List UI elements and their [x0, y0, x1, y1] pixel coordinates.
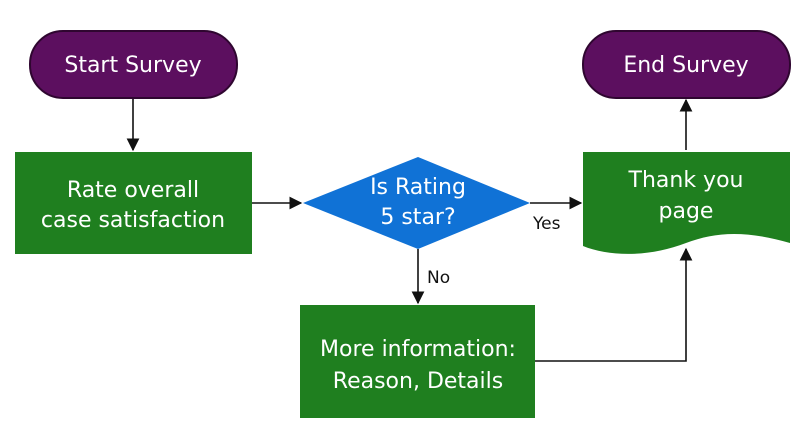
rate-satisfaction-line2: case satisfaction — [41, 208, 225, 233]
more-information-line2: Reason, Details — [333, 369, 503, 394]
end-survey-label: End Survey — [623, 53, 748, 78]
edge-more-info-to-thank-you — [535, 247, 693, 362]
thank-you-page-node: Thank you page — [583, 152, 790, 254]
rating-decision-line1: Is Rating — [370, 175, 466, 200]
rating-decision-line2: 5 star? — [380, 205, 455, 230]
rate-satisfaction-line1: Rate overall — [67, 178, 199, 203]
edge-label-no: No — [427, 268, 450, 288]
thank-you-line1: Thank you — [628, 168, 744, 193]
more-information-node: More information: Reason, Details — [300, 305, 535, 418]
more-information-line1: More information: — [320, 337, 516, 362]
rating-decision-node: Is Rating 5 star? — [303, 157, 530, 249]
start-survey-node: Start Survey — [29, 30, 238, 99]
edge-label-yes: Yes — [532, 214, 561, 234]
end-survey-node: End Survey — [582, 30, 791, 99]
start-survey-label: Start Survey — [64, 53, 201, 78]
thank-you-line2: page — [659, 199, 714, 224]
rate-satisfaction-node: Rate overall case satisfaction — [15, 152, 252, 254]
